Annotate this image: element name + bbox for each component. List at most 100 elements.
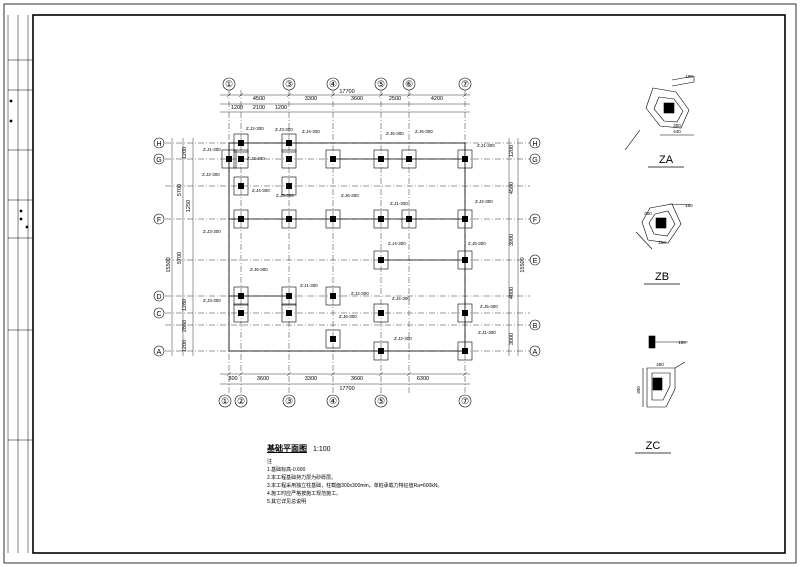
row-left-H: H <box>156 141 161 148</box>
footings <box>221 133 473 361</box>
footing-pad <box>233 303 249 323</box>
column <box>406 156 412 162</box>
outer-wall <box>228 142 466 352</box>
detail-zc-dims: 300 250 100 <box>636 340 686 394</box>
za-dim-3: 100 <box>685 74 693 79</box>
row-left-D: D <box>156 294 161 301</box>
footing-label: Z.J3-300 <box>247 156 265 161</box>
dim-bottom-2: 3600 <box>257 376 269 382</box>
dimension-tick <box>226 92 232 98</box>
dim-right-3: 3900 <box>509 234 515 246</box>
footing-label: Z.J2-300 <box>202 172 220 177</box>
overall-depth-left: 15500 <box>166 257 172 272</box>
za-dim-2: 440 <box>673 129 681 134</box>
row-left-G: G <box>156 157 161 164</box>
axis-top-3: ③ <box>285 79 293 89</box>
footing-pad <box>233 149 249 169</box>
footing-pad <box>281 209 297 229</box>
dim-bottom-3: 3300 <box>305 376 317 382</box>
footing-pad <box>401 149 417 169</box>
dim-top-1: 4500 <box>253 96 265 102</box>
footing-label: Z.J1-300 <box>300 283 318 288</box>
footing-pad <box>233 176 249 196</box>
footing-label: Z.J2-300 <box>246 126 264 131</box>
footing-label: Z.J3-300 <box>203 298 221 303</box>
zc-dim-1: 300 <box>636 386 641 394</box>
dim-top-4: 2500 <box>389 96 401 102</box>
dimension-tick <box>330 371 336 377</box>
footing-pad <box>401 209 417 229</box>
overall-width-top: 17700 <box>339 89 354 95</box>
column <box>238 216 244 222</box>
footing-pad <box>457 303 473 323</box>
footing-pad <box>457 209 473 229</box>
column <box>226 156 232 162</box>
row-right-B: B <box>533 323 538 330</box>
footing-pad <box>281 303 297 323</box>
footing-pad <box>373 341 389 361</box>
column <box>238 156 244 162</box>
footing-label: Z.J5-300 <box>386 131 404 136</box>
dim-right-2: 4500 <box>509 182 515 194</box>
row-right-A: A <box>533 349 538 356</box>
footing-pad <box>281 133 297 153</box>
footing-label: Z.J1-300 <box>477 143 495 148</box>
zc-dim-3: 100 <box>678 340 686 345</box>
footing-label: Z.J2-300 <box>394 336 412 341</box>
column <box>378 257 384 263</box>
detail-zb <box>635 203 691 250</box>
column <box>330 216 336 222</box>
axis-bottom-4: ④ <box>329 396 337 406</box>
dimension-tick <box>378 92 384 98</box>
footing-label: Z.J5-300 <box>480 304 498 309</box>
detail-zb-title: ZB <box>655 271 669 283</box>
dimension-tick <box>462 371 468 377</box>
dimension-tick <box>406 92 412 98</box>
footing-label: Z.J5-300 <box>468 241 486 246</box>
overall-depth-right: 15500 <box>520 257 526 272</box>
note-item: 2.本工程基础持力层为砂砾层。 <box>267 475 337 481</box>
dimension-lines <box>171 92 519 385</box>
row-left-A: A <box>157 349 162 356</box>
footing-label: Z.J4-300 <box>302 129 320 134</box>
footing-pad <box>457 250 473 270</box>
dim-bottom-4: 3600 <box>351 376 363 382</box>
footing-label: Z.J5-300 <box>276 193 294 198</box>
column <box>330 293 336 299</box>
row-left-F: F <box>157 217 161 224</box>
footing-label: Z.J6-300 <box>341 193 359 198</box>
detail-zc <box>642 335 688 408</box>
zb-dim-1: 300 <box>644 211 652 216</box>
footing-pad <box>373 250 389 270</box>
detail-zb-dims: 300 250 100 <box>644 203 693 245</box>
column <box>462 257 468 263</box>
note-item: 5.其它详见总说明 <box>267 499 307 505</box>
dim-left-7: 1200 <box>182 340 188 352</box>
note-item: 4.施工时应严格按施工规范施工。 <box>267 491 342 497</box>
axis-top-6: ⑥ <box>405 79 413 89</box>
footing-pad <box>233 133 249 153</box>
detail-za-title: ZA <box>659 154 674 166</box>
dim-top-2: 3300 <box>305 96 317 102</box>
note-item: 3.本工程采用独立柱基础，柱截面300x300mm，单桩承载力特征值Ra=600… <box>267 483 443 489</box>
axis-bottom-3: ③ <box>285 396 293 406</box>
detail-zc-title: ZC <box>646 440 661 452</box>
axis-bottom-7: ⑦ <box>461 396 469 406</box>
outer-border <box>3 3 797 564</box>
row-right-G: G <box>532 157 537 164</box>
dim-top-5: 4200 <box>431 96 443 102</box>
footing-pad <box>373 149 389 169</box>
za-dim-1: 300 <box>673 123 681 128</box>
footing-labels: Z.J1-300 Z.J2-300 Z.J3-300 Z.J4-300 Z.J5… <box>202 126 498 341</box>
dim-bottom-5: 6300 <box>417 376 429 382</box>
footing-pad <box>325 149 341 169</box>
column <box>286 310 292 316</box>
column <box>462 348 468 354</box>
column <box>378 216 384 222</box>
footing-pad <box>325 329 341 349</box>
zb-dim-2: 250 <box>658 240 666 245</box>
zb-dim-3: 100 <box>685 203 693 208</box>
axis-top-1: ① <box>225 79 233 89</box>
row-right-H: H <box>532 141 537 148</box>
